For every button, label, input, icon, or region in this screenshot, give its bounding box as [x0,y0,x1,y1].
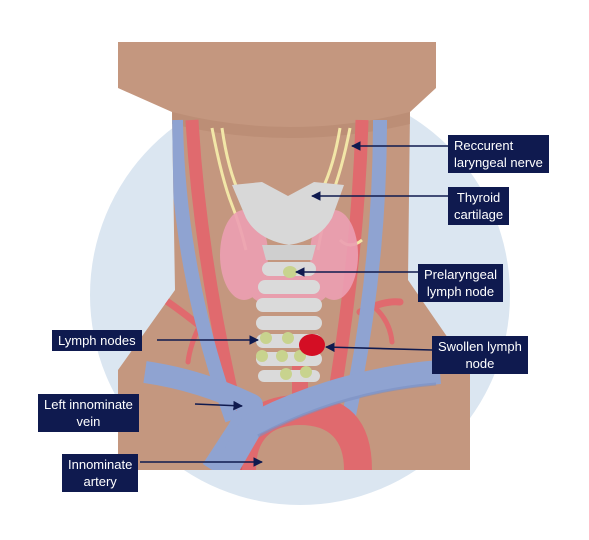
label-recurrent-laryngeal-nerve: Reccurent laryngeal nerve [448,135,549,173]
lymph-nodes [256,266,312,380]
cricoid-cartilage [262,245,316,260]
swollen-lymph-node [299,334,325,356]
prelaryngeal-node [283,266,297,278]
trachea [256,262,322,382]
label-swollen-lymph-node: Swollen lymph node [432,336,528,374]
label-innominate-artery: Innominate artery [62,454,139,492]
leader-lines [140,141,448,467]
label-lymph-nodes: Lymph nodes [52,330,142,351]
label-thyroid-cartilage: Thyroid cartilage [448,187,510,225]
label-left-innominate-vein: Left innominate vein [38,394,139,432]
leader-vein [194,400,243,411]
left-innominate-vein [143,361,263,470]
label-prelaryngeal-lymph-node: Prelaryngeal lymph node [418,264,503,302]
right-branch-artery-2 [369,302,395,345]
right-innominate-vein [215,360,441,470]
leader-swollen [325,342,433,353]
vein-edge-shade [257,382,437,438]
left-carotid-artery [185,119,245,422]
